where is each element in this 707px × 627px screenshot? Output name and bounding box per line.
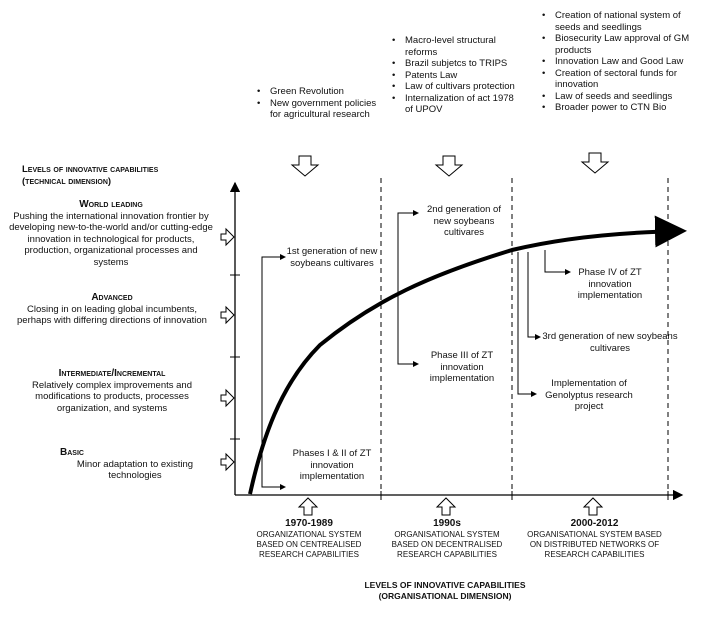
level-intermediate: Intermediate/Incremental Relatively comp… [14, 368, 210, 414]
period-description: Organizational system based on centreali… [256, 530, 362, 559]
policy-item: Macro-level structural reforms [392, 35, 523, 58]
policy-item: Patents Law [392, 70, 523, 82]
period-description: Organisational system based on Distribut… [527, 530, 662, 559]
milestone-1st-generation: 1st generation of new soybeans cultivare… [286, 246, 378, 269]
milestone-zt-phase-4: Phase IV of ZT innovation implementation [577, 267, 643, 301]
policy-item: Law of seeds and seedlings [542, 91, 705, 103]
milestone-zt-phase-3: Phase III of ZT innovation implementatio… [429, 350, 495, 384]
level-description: Relatively complex improvements and modi… [32, 379, 192, 414]
period-up-arrows [297, 497, 604, 516]
policy-item: Creation of national system of seeds and… [542, 10, 705, 33]
level-title: Advanced [91, 292, 133, 303]
policy-item: Innovation Law and Good Law [542, 56, 705, 68]
policy-list-1990s: Macro-level structural reforms Brazil su… [391, 35, 523, 116]
level-description: Closing in on leading global incumbents,… [17, 303, 207, 327]
milestone-brackets [261, 210, 571, 490]
level-title: Intermediate/Incremental [58, 368, 166, 379]
policy-item: New government policies for agricultural… [257, 98, 388, 121]
level-ticks [230, 274, 240, 440]
level-description: Pushing the international innovation fro… [9, 210, 213, 268]
level-world-leading: World leading Pushing the international … [6, 199, 216, 268]
level-basic: Basic Minor adaptation to existing techn… [60, 447, 210, 482]
y-axis-title-line2: (technical dimension) [22, 175, 112, 187]
policy-item: Biosecurity Law approval of GM products [542, 33, 705, 56]
policy-item: Creation of sectoral funds for innovatio… [542, 68, 705, 91]
period-1990s: 1990s Organisational system based on dec… [387, 517, 507, 560]
y-axis-title: Levels of innovative capabilities (techn… [22, 164, 212, 187]
milestone-2nd-generation: 2nd generation of new soybeans cultivare… [427, 204, 501, 238]
period-dividers [380, 178, 669, 495]
policy-list-1970s: Green Revolution New government policies… [256, 86, 388, 121]
milestone-3rd-generation: 3rd generation of new soybeans cultivare… [542, 331, 678, 354]
level-right-arrows [220, 227, 235, 472]
x-axis-title: Levels of innovative capabilities (organ… [352, 580, 538, 602]
capability-curve [248, 215, 687, 495]
period-years: 2000-2012 [570, 518, 619, 529]
policy-item: Internalization of act 1978 of UPOV [392, 93, 523, 116]
period-description: Organisational system based on decentral… [391, 530, 503, 559]
milestone-genolyptus: Implementation of Genolyptus research pr… [545, 378, 633, 412]
level-advanced: Advanced Closing in on leading global in… [12, 292, 212, 327]
policy-item: Brazil subjetcs to TRIPS [392, 58, 523, 70]
policy-item: Broader power to CTN Bio [542, 102, 705, 114]
y-axis-title-line1: Levels of innovative capabilities [22, 164, 159, 175]
policy-down-arrows [290, 152, 610, 177]
policy-list-2000s: Creation of national system of seeds and… [541, 10, 705, 114]
period-1970-1989: 1970-1989 Organizational system based on… [246, 517, 372, 560]
level-title: Basic [60, 447, 84, 458]
x-axis-ticks [380, 491, 669, 500]
milestone-zt-phases-1-2: Phases I & II of ZT innovation implement… [292, 448, 372, 482]
policy-item: Green Revolution [257, 86, 388, 98]
period-years: 1970-1989 [285, 518, 333, 529]
period-years: 1990s [433, 518, 461, 529]
policy-item: Law of cultivars protection [392, 81, 523, 93]
level-title: World leading [79, 199, 143, 210]
x-axis-title-line2: (organisational dimension) [378, 591, 512, 601]
level-description: Minor adaptation to existing technologie… [76, 458, 194, 482]
period-2000-2012: 2000-2012 Organisational system based on… [522, 517, 667, 560]
x-axis-title-line1: Levels of innovative capabilities [364, 580, 526, 590]
